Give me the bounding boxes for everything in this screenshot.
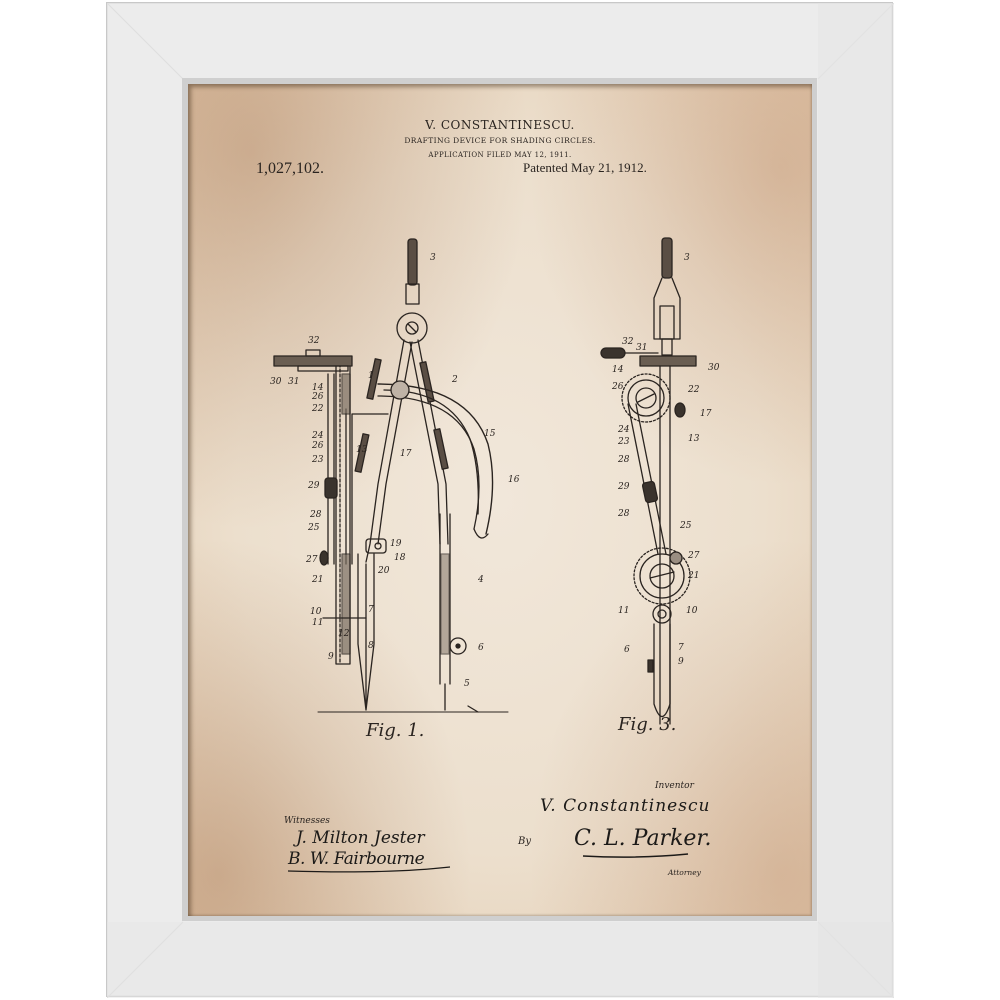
svg-text:13: 13 xyxy=(356,445,368,455)
witness-2-signature: B. W. Fairbourne xyxy=(288,849,425,869)
patent-number: 1,027,102. xyxy=(256,160,324,177)
svg-text:6: 6 xyxy=(624,645,630,655)
svg-text:27: 27 xyxy=(687,551,700,561)
witness-1-signature: J. Milton Jester xyxy=(296,828,425,848)
svg-text:2: 2 xyxy=(451,375,458,385)
svg-text:28: 28 xyxy=(617,455,630,465)
svg-text:8: 8 xyxy=(368,641,374,651)
svg-text:15: 15 xyxy=(484,429,496,439)
svg-text:1: 1 xyxy=(368,371,374,381)
patent-date: Patented May 21, 1912. xyxy=(523,160,647,175)
svg-text:26: 26 xyxy=(611,382,624,392)
svg-text:29: 29 xyxy=(307,481,320,491)
svg-text:22: 22 xyxy=(311,404,324,414)
svg-text:17: 17 xyxy=(400,449,412,459)
svg-text:27: 27 xyxy=(305,555,318,565)
svg-text:29: 29 xyxy=(617,482,630,492)
svg-text:6: 6 xyxy=(478,643,484,653)
svg-text:26: 26 xyxy=(311,392,324,402)
svg-text:17: 17 xyxy=(700,409,712,419)
patent-title: DRAFTING DEVICE FOR SHADING CIRCLES. xyxy=(404,136,596,145)
svg-text:9: 9 xyxy=(678,657,684,667)
patent-drawings: 3 1 2 32 30 31 14 26 22 24 26 23 29 28 2… xyxy=(270,237,720,873)
svg-text:3: 3 xyxy=(684,253,690,263)
inventor-label: Inventor xyxy=(655,781,694,791)
svg-text:3: 3 xyxy=(430,253,436,263)
attorney-signature: C. L. Parker. xyxy=(574,826,712,851)
application-filed: APPLICATION FILED MAY 12, 1911. xyxy=(428,151,572,159)
svg-text:22: 22 xyxy=(687,385,700,395)
svg-text:10: 10 xyxy=(310,607,322,617)
attorney-label: Attorney xyxy=(668,868,701,877)
reference-numerals: 3 1 2 32 30 31 14 26 22 24 26 23 29 28 2… xyxy=(270,253,720,689)
svg-text:7: 7 xyxy=(678,643,684,653)
svg-text:28: 28 xyxy=(617,509,630,519)
figure-3-label: Fig. 3. xyxy=(617,714,676,735)
svg-text:25: 25 xyxy=(679,521,692,531)
svg-text:31: 31 xyxy=(288,377,299,387)
svg-text:4: 4 xyxy=(477,575,484,585)
svg-text:19: 19 xyxy=(390,539,402,549)
svg-text:23: 23 xyxy=(311,455,324,465)
svg-text:10: 10 xyxy=(686,606,698,616)
svg-text:16: 16 xyxy=(508,475,520,485)
figure-1-drawing xyxy=(273,238,509,713)
witnesses-label: Witnesses xyxy=(284,816,330,826)
svg-text:14: 14 xyxy=(312,383,324,393)
svg-text:24: 24 xyxy=(617,425,630,435)
svg-text:21: 21 xyxy=(687,571,699,581)
inventor-header: V. CONSTANTINESCU. xyxy=(425,118,575,132)
svg-text:30: 30 xyxy=(708,363,720,373)
patent-print: V. CONSTANTINESCU. DRAFTING DEVICE FOR S… xyxy=(188,84,812,916)
figure-3-drawing xyxy=(600,237,697,725)
svg-text:14: 14 xyxy=(612,365,624,375)
svg-text:5: 5 xyxy=(464,679,470,689)
svg-text:11: 11 xyxy=(312,618,323,628)
svg-text:30: 30 xyxy=(270,377,282,387)
svg-text:20: 20 xyxy=(377,566,390,576)
svg-text:21: 21 xyxy=(311,575,323,585)
svg-text:12: 12 xyxy=(338,629,350,639)
svg-text:32: 32 xyxy=(308,336,320,346)
svg-text:28: 28 xyxy=(309,510,322,520)
svg-text:23: 23 xyxy=(617,437,630,447)
figure-1-label: Fig. 1. xyxy=(365,720,424,741)
svg-text:24: 24 xyxy=(311,431,324,441)
svg-text:11: 11 xyxy=(618,606,629,616)
inventor-signature: V. Constantinescu xyxy=(540,796,711,816)
svg-text:32: 32 xyxy=(622,337,634,347)
svg-text:13: 13 xyxy=(688,434,700,444)
figure-labels: Fig. 1. Fig. 3. xyxy=(365,714,676,741)
svg-text:26: 26 xyxy=(311,441,324,451)
svg-text:9: 9 xyxy=(328,652,334,662)
by-label: By xyxy=(518,836,531,847)
svg-text:31: 31 xyxy=(636,343,647,353)
svg-text:7: 7 xyxy=(368,605,374,615)
svg-text:18: 18 xyxy=(394,553,406,563)
svg-text:25: 25 xyxy=(307,523,320,533)
